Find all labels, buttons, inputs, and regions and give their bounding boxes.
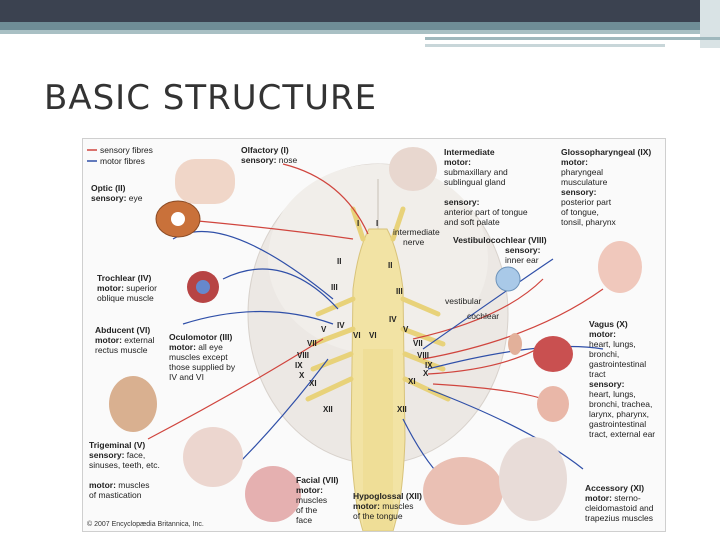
numeral-III-left: III: [331, 283, 338, 292]
numeral-VI-left: VI: [353, 331, 361, 340]
numeral-II-left: II: [337, 257, 342, 266]
numeral-X-left: X: [299, 371, 305, 380]
banner-accent-line: [425, 37, 720, 40]
label-vagus: Vagus (X)motor:heart, lungs,bronchi,gast…: [589, 319, 656, 439]
nose-head-icon: [175, 159, 235, 204]
face-muscles-icon: [245, 466, 301, 522]
tongue-head-icon: [423, 457, 503, 525]
label-vestibulocochlear: Vestibulocochlear (VIII)sensory:inner ea…: [453, 235, 547, 265]
numeral-VI-right: VI: [369, 331, 377, 340]
cranial-nerves-figure: sensory fibres motor fibres Olfactory (I…: [82, 138, 666, 532]
numeral-V-left: V: [321, 325, 327, 334]
numeral-I-right: I: [376, 219, 379, 228]
numeral-X-right: X: [423, 369, 429, 378]
numeral-IV-left: IV: [337, 321, 345, 330]
banner-accent-line-2: [425, 44, 665, 47]
numeral-XII-right: XII: [397, 405, 407, 414]
neck-muscles-icon: [499, 437, 567, 521]
copyright-notice: © 2007 Encyclopædia Britannica, Inc.: [87, 521, 204, 528]
numeral-VIII-right: VIII: [417, 351, 430, 360]
jaw-skull-icon: [183, 427, 243, 487]
label-cochlear: cochlear: [467, 311, 500, 321]
numeral-IX-left: IX: [295, 361, 303, 370]
numeral-I-left: I: [357, 219, 360, 228]
numeral-IV-right: IV: [389, 315, 397, 324]
gland-head-icon: [389, 147, 437, 191]
face-head-icon: [109, 376, 157, 432]
numeral-V-right: V: [403, 325, 409, 334]
numeral-XI-right: XI: [408, 377, 416, 386]
label-olfactory: Olfactory (I)sensory: nose: [241, 145, 298, 165]
label-trigeminal: Trigeminal (V)sensory: face,sinuses, tee…: [89, 440, 160, 500]
inner-ear-icon: [495, 266, 521, 292]
numeral-VII-left: VII: [307, 339, 317, 348]
numeral-VII-right: VII: [413, 339, 423, 348]
gut-icon: [537, 386, 569, 422]
slide-title: BASIC STRUCTURE: [44, 78, 378, 118]
legend-motor: motor fibres: [100, 156, 145, 166]
pharynx-icon: [598, 241, 642, 293]
top-banner-stripe: [0, 30, 720, 34]
label-vestibular: vestibular: [445, 296, 482, 306]
top-banner: [0, 0, 720, 22]
numeral-III-right: III: [396, 287, 403, 296]
numeral-XII-left: XII: [323, 405, 333, 414]
legend-sensory: sensory fibres: [100, 145, 153, 155]
label-optic: Optic (II)sensory: eye: [91, 183, 143, 203]
ear-icon: [508, 333, 522, 355]
top-banner-band: [0, 22, 720, 30]
brain-illustration: [87, 147, 642, 531]
lungs-heart-icon: [533, 336, 573, 372]
numeral-II-right: II: [388, 261, 393, 270]
numeral-VIII-left: VIII: [297, 351, 310, 360]
numeral-IX-right: IX: [425, 361, 433, 370]
label-accessory: Accessory (XI)motor: sterno-cleidomastoi…: [585, 483, 654, 523]
numeral-XI-left: XI: [309, 379, 317, 388]
banner-accent-block: [700, 0, 720, 48]
